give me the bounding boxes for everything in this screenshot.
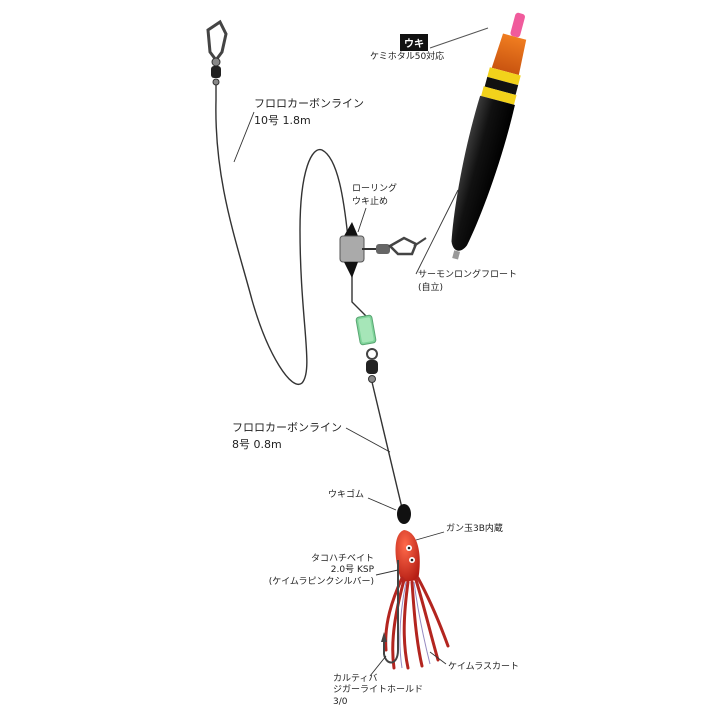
chemlight-tube [355, 314, 377, 346]
hook-label-block: カルティバ ジガーライトホールド 3/0 [333, 674, 423, 708]
main-line [215, 82, 349, 386]
uki-note: ケミホタル50対応 [370, 52, 445, 62]
leader-line [371, 381, 403, 509]
hook-brand: カルティバ [333, 674, 378, 684]
main-line-name: フロロカーボンライン [254, 97, 364, 110]
hook-point [381, 632, 387, 642]
rolling-label: ローリング [352, 184, 398, 194]
float-tip-pink [510, 12, 525, 38]
lure-size: 2.0号 KSP [330, 565, 374, 576]
float-stop-label: ウキ止め [352, 197, 389, 207]
lure-skirt [384, 576, 450, 670]
octopus-bait-lure [384, 530, 450, 670]
main-line-spec: 10号 1.8m [254, 114, 311, 127]
float-tip-leader [429, 27, 489, 49]
gan-dama-label: ガン玉3B内蔵 [446, 524, 503, 534]
float-band-yellow-1 [487, 67, 521, 86]
leader-line-name: フロロカーボンライン [232, 421, 342, 434]
hook-size: 3/0 [333, 696, 348, 707]
snap-swivel-top [206, 19, 228, 86]
uki-badge: ウキ [400, 34, 428, 51]
float-type: (自立) [418, 283, 444, 293]
hook-model: ジガーライトホールド [333, 685, 424, 696]
swivel-lower [366, 348, 378, 383]
float-name: サーモンロングフロート [418, 270, 518, 280]
uki-gomu-label: ウキゴム [328, 490, 365, 500]
float-rubber-bead [397, 504, 411, 524]
leader-line-spec: 8号 0.8m [232, 438, 282, 451]
hook [383, 560, 399, 664]
float-band-yellow-2 [481, 86, 517, 105]
label-leaders [233, 111, 459, 677]
salmon-long-float [451, 12, 527, 260]
lure-color: (ケイムラピンクシルバー) [268, 576, 374, 587]
skirt-label: ケイムラスカート [448, 662, 520, 672]
lure-label-block: タコハチベイト 2.0号 KSP (ケイムラピンクシルバー) [269, 554, 374, 588]
lure-name: タコハチベイト [310, 554, 374, 564]
rolling-swivel [339, 222, 427, 278]
